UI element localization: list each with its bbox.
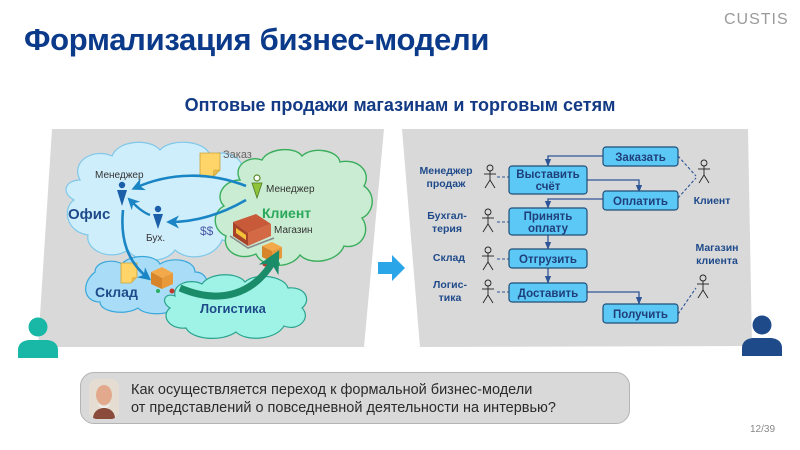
client-actor-icon: [698, 159, 710, 184]
logistics-actor-icon: [482, 279, 494, 304]
transition-arrow-icon: [378, 255, 405, 281]
question-line-1: Как осуществляется переход к формальной …: [131, 382, 533, 398]
activity-pay-label: Оплатить: [613, 196, 668, 208]
activity-receive-label: Получить: [613, 309, 668, 321]
office-manager-label: Менеджер: [95, 170, 144, 181]
accounting-label-2: терия: [432, 223, 462, 235]
office-manager-icon: [117, 181, 127, 206]
activity-receive[interactable]: Получить: [602, 303, 679, 324]
order-label: Заказ: [223, 149, 252, 161]
sales-manager-label-1: Менеджер: [420, 165, 473, 177]
client-shop-label-2: клиента: [696, 255, 738, 267]
speaker-avatar: [89, 379, 119, 419]
accounting-actor-icon: [482, 208, 494, 233]
client-actor-label: Клиент: [694, 195, 731, 207]
order-arrow-to-manager: [131, 174, 247, 191]
activity-invoice[interactable]: Выставить счёт: [508, 165, 588, 195]
activity-accept-payment[interactable]: Принять оплату: [508, 207, 588, 236]
shop-label: Магазин: [274, 225, 313, 236]
page-number: 12/39: [750, 424, 776, 435]
client-shop-actor-icon: [697, 274, 709, 299]
flow-pay-to-accept: [544, 198, 603, 209]
actor-figures: [482, 159, 710, 304]
activity-ship-label: Отгрузить: [519, 254, 577, 266]
associations: [497, 155, 697, 315]
analyst-person-icon: [18, 317, 58, 358]
activity-ship[interactable]: Отгрузить: [508, 248, 588, 269]
accountant-icon: [153, 205, 163, 229]
manager-to-warehouse-arrow: [121, 209, 152, 281]
accountant-to-manager-arrow: [127, 197, 151, 217]
activity-invoice-label-2: счёт: [536, 181, 561, 193]
order-note-icon: [199, 152, 221, 178]
client-manager-label: Менеджер: [266, 184, 315, 195]
logistics-label: Логистика: [200, 301, 267, 316]
activity-order-label: Заказать: [615, 152, 666, 164]
flow-lines: [544, 155, 643, 305]
speaker-portrait-icon: [89, 379, 119, 419]
shop-icon: [229, 214, 275, 249]
warehouse-actor-label: Склад: [433, 252, 465, 264]
client-manager-icon: [251, 174, 263, 200]
custis-logo: CUSTIS: [724, 11, 789, 28]
accountant-label: Бух.: [146, 233, 165, 244]
activity-deliver[interactable]: Доставить: [508, 282, 588, 303]
slide-title: Формализация бизнес-модели: [24, 22, 490, 57]
flow-order-to-invoice: [544, 155, 603, 167]
money-label: $$: [200, 224, 214, 238]
delivery-arrow: [178, 250, 280, 300]
activity-accept-payment-label-2: оплату: [528, 223, 569, 235]
client-person-icon: [742, 315, 782, 356]
warehouse-label: Склад: [95, 284, 138, 300]
slide-subtitle: Оптовые продажи магазинам и торговым сет…: [184, 95, 616, 115]
client-shop-label-1: Магазин: [695, 242, 738, 254]
logistics-label-2: тика: [439, 292, 462, 304]
client-label: Клиент: [262, 205, 311, 221]
logistics-cloud: [163, 274, 308, 339]
logistics-label-1: Логис-: [433, 279, 467, 291]
activity-invoice-label-1: Выставить: [516, 169, 579, 181]
office-label: Офис: [68, 206, 110, 223]
question-bubble: Как осуществляется переход к формальной …: [80, 372, 630, 424]
question-line-2: от представлений о повседневной деятельн…: [131, 400, 556, 416]
activity-order[interactable]: Заказать: [602, 146, 679, 167]
right-panel: [402, 129, 752, 347]
flow-deliver-to-receive: [587, 291, 643, 305]
payment-arrow-to-accountant: [166, 198, 247, 229]
sales-manager-actor-icon: [484, 164, 496, 189]
activity-pay[interactable]: Оплатить: [602, 190, 679, 211]
warehouse-parcel-icon: [151, 267, 175, 294]
sales-manager-label-2: продаж: [427, 178, 467, 190]
activity-deliver-label: Доставить: [518, 288, 578, 300]
activity-accept-payment-label-1: Принять: [524, 211, 573, 223]
warehouse-actor-icon: [482, 246, 494, 271]
warehouse-note-icon: [120, 262, 138, 284]
accounting-label-1: Бухгал-: [427, 210, 467, 222]
flow-invoice-to-pay: [587, 179, 643, 193]
